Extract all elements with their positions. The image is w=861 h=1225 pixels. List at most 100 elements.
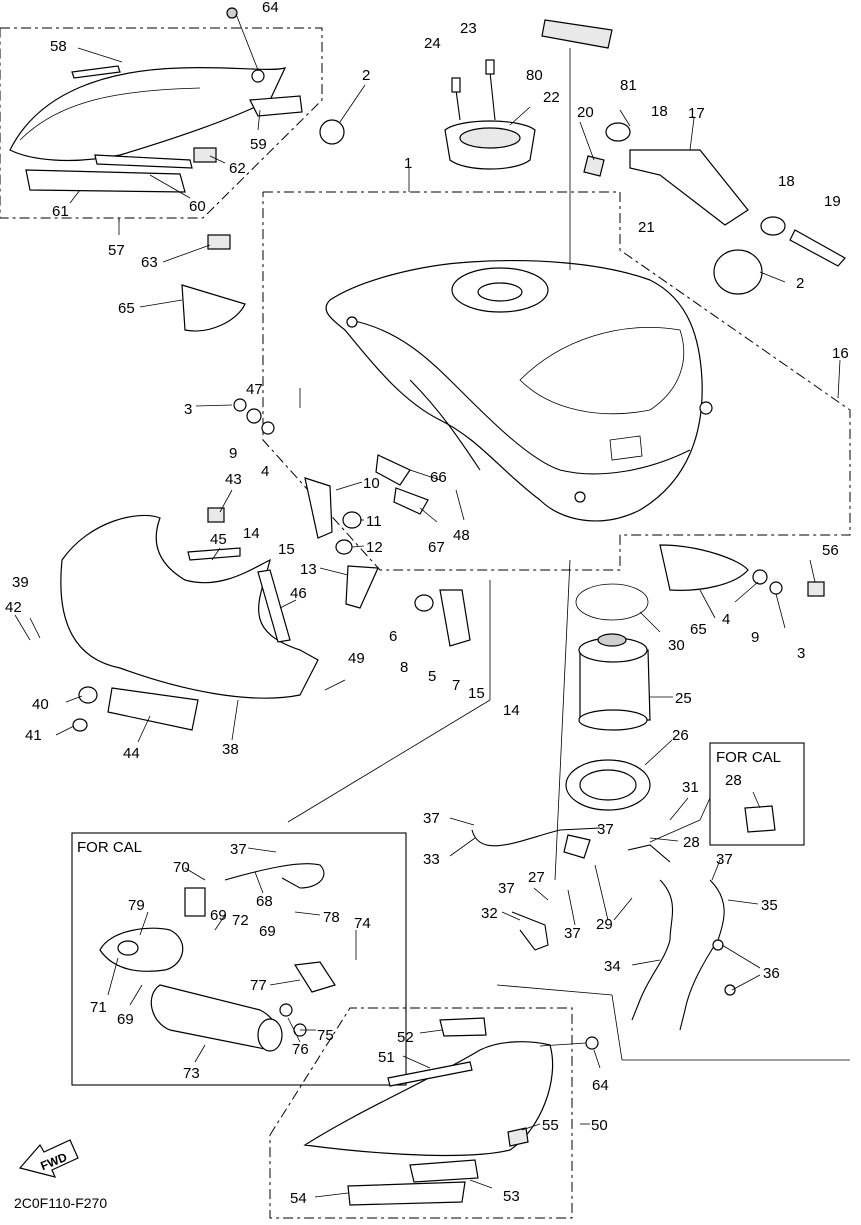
part-label-22: 22: [543, 89, 560, 106]
part-label-61: 61: [52, 203, 69, 220]
part-label-64: 64: [592, 1077, 609, 1094]
part-label-49: 49: [348, 650, 365, 667]
part-label-18: 18: [651, 103, 668, 120]
part-label-17: 17: [688, 105, 705, 122]
part-label-71: 71: [90, 999, 107, 1016]
for-cal-box-lower: [71, 832, 407, 1086]
part-label-23: 23: [460, 20, 477, 37]
part-label-20: 20: [577, 104, 594, 121]
part-label-70: 70: [173, 859, 190, 876]
part-label-43: 43: [225, 471, 242, 488]
part-label-66: 66: [430, 469, 447, 486]
part-label-59: 59: [250, 136, 267, 153]
part-label-45: 45: [210, 531, 227, 548]
part-label-69: 69: [259, 923, 276, 940]
part-label-37: 37: [597, 821, 614, 838]
part-label-13: 13: [300, 561, 317, 578]
part-label-1: 1: [404, 155, 412, 172]
part-label-27: 27: [528, 869, 545, 886]
diagram-code: 2C0F110-F270: [14, 1195, 107, 1211]
front-cowl-assembly: [60, 507, 319, 732]
part-label-60: 60: [189, 198, 206, 215]
part-label-75: 75: [317, 1027, 334, 1044]
part-label-37: 37: [716, 851, 733, 868]
part-label-41: 41: [25, 727, 42, 744]
part-label-34: 34: [604, 958, 621, 975]
part-label-21: 21: [638, 219, 655, 236]
part-label-6: 6: [389, 628, 397, 645]
part-label-52: 52: [397, 1029, 414, 1046]
part-label-46: 46: [290, 585, 307, 602]
part-label-73: 73: [183, 1065, 200, 1082]
part-label-37: 37: [498, 880, 515, 897]
fuel-pump-assembly: [563, 583, 651, 859]
fwd-arrow: FWD: [18, 1139, 79, 1178]
part-label-69: 69: [117, 1011, 134, 1028]
part-label-78: 78: [323, 909, 340, 926]
part-label-80: 80: [526, 67, 543, 84]
part-label-55: 55: [542, 1117, 559, 1134]
part-label-47: 47: [246, 381, 263, 398]
part-label-30: 30: [668, 637, 685, 654]
part-label-64: 64: [262, 0, 279, 16]
part-label-37: 37: [564, 925, 581, 942]
part-label-50: 50: [591, 1117, 608, 1134]
part-label-29: 29: [596, 916, 613, 933]
part-label-3: 3: [797, 645, 805, 662]
part-label-18: 18: [778, 173, 795, 190]
part-label-48: 48: [453, 527, 470, 544]
part-label-42: 42: [5, 599, 22, 616]
fuel-hoses: [471, 827, 736, 1031]
part-label-51: 51: [378, 1049, 395, 1066]
part-label-4: 4: [261, 463, 269, 480]
part-label-38: 38: [222, 741, 239, 758]
part-label-69: 69: [210, 907, 227, 924]
bracket-parts: [181, 234, 825, 647]
part-label-72: 72: [232, 912, 249, 929]
part-label-57: 57: [108, 242, 125, 259]
part-label-67: 67: [428, 539, 445, 556]
part-label-39: 39: [12, 574, 29, 591]
part-label-14: 14: [243, 525, 260, 542]
part-label-15: 15: [468, 685, 485, 702]
part-label-76: 76: [292, 1041, 309, 1058]
part-label-79: 79: [128, 897, 145, 914]
part-label-35: 35: [761, 897, 778, 914]
leader-lines: [14, 13, 850, 1198]
part-label-65: 65: [690, 621, 707, 638]
part-label-10: 10: [363, 475, 380, 492]
part-label-36: 36: [763, 965, 780, 982]
part-label-81: 81: [620, 77, 637, 94]
part-label-74: 74: [354, 915, 371, 932]
part-label-37: 37: [230, 841, 247, 858]
canister-assembly: [319, 19, 846, 295]
part-label-58: 58: [50, 38, 67, 55]
part-label-12: 12: [366, 539, 383, 556]
for-cal-label-upper: FOR CAL: [716, 749, 781, 766]
part-label-37: 37: [423, 810, 440, 827]
part-label-3: 3: [184, 401, 192, 418]
part-label-2: 2: [362, 67, 370, 84]
part-number-labels: 1 2 2 3 3 4 4 5 6 7 8 9 9 10 11 12 13 14…: [5, 0, 849, 1211]
part-label-31: 31: [682, 779, 699, 796]
part-label-54: 54: [290, 1190, 307, 1207]
part-label-63: 63: [141, 254, 158, 271]
part-label-40: 40: [32, 696, 49, 713]
part-label-4: 4: [722, 611, 730, 628]
part-label-16: 16: [832, 345, 849, 362]
part-label-68: 68: [256, 893, 273, 910]
part-label-8: 8: [400, 659, 408, 676]
part-label-65: 65: [118, 300, 135, 317]
side-cover-right-assembly: [303, 1017, 599, 1206]
part-label-28: 28: [683, 834, 700, 851]
part-label-25: 25: [675, 690, 692, 707]
part-label-9: 9: [751, 629, 759, 646]
part-label-24: 24: [424, 35, 441, 52]
part-label-28: 28: [725, 772, 742, 789]
part-label-11: 11: [366, 513, 382, 530]
part-label-19: 19: [824, 193, 841, 210]
part-label-53: 53: [503, 1188, 520, 1205]
part-label-62: 62: [229, 160, 246, 177]
part-label-2: 2: [796, 275, 804, 292]
